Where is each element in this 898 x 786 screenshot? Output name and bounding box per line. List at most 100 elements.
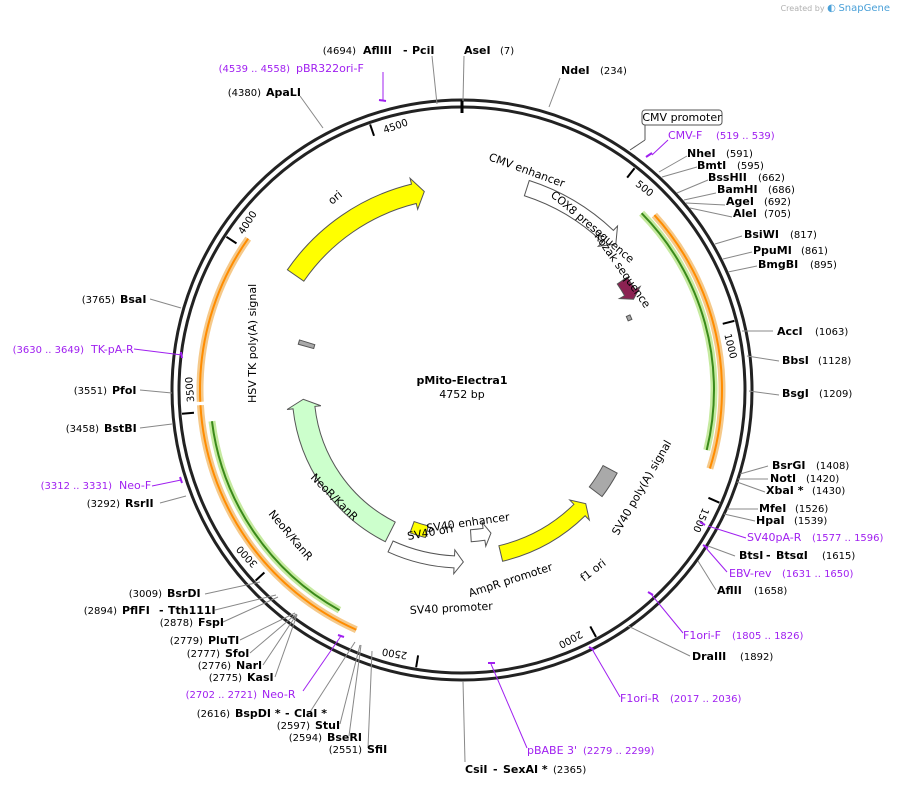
feature-kozak-sequence	[625, 314, 633, 322]
enzyme-aflii: AflII	[717, 584, 742, 597]
credit-prefix: Created by	[780, 4, 825, 13]
enzyme-bsrgi: BsrGI	[772, 459, 805, 472]
enzyme-bbsi-pos: (1128)	[818, 356, 851, 367]
feature-label-cox8: COX8 presequence	[548, 188, 637, 265]
feature-label-ori: ori	[326, 188, 345, 207]
enzyme-bspdi: BspDI *	[235, 707, 281, 720]
enzyme-bsshii: BssHII	[708, 171, 747, 184]
enzyme-bmgbi-pos: (895)	[810, 260, 837, 271]
scale-tick	[722, 319, 735, 325]
feature-label-hsv-tk: HSV TK poly(A) signal	[246, 284, 259, 403]
enzyme-bspdi-sep: -	[285, 707, 290, 720]
enzyme-bbsi: BbsI	[782, 354, 809, 367]
enzyme-csii-sep: -	[493, 763, 498, 776]
primer-neo-f-range: (3312 .. 3331)	[41, 481, 113, 492]
enzyme-labels-right	[548, 77, 780, 657]
scale-tick	[626, 167, 636, 179]
enzyme-alei: AleI	[733, 207, 757, 220]
snapgene-logo-icon: ◐	[827, 3, 836, 14]
scale-tick-label: 1000	[721, 333, 738, 360]
feature-sv40-poly-a-signal	[588, 464, 618, 498]
feature-label-cmv-enhancer: CMV enhancer	[487, 151, 567, 191]
enzyme-sfoi: SfoI	[225, 647, 249, 660]
feature-cox8-presequence	[616, 276, 642, 300]
enzyme-ndei-pos: (234)	[600, 66, 627, 77]
enzyme-draiii-pos: (1892)	[740, 652, 773, 663]
primer-neo-r: Neo-R	[262, 688, 296, 701]
enzyme-bseri-pos: (2594)	[289, 733, 322, 744]
enzyme-fspi-pos: (2878)	[160, 618, 193, 629]
credit-brand: SnapGene	[838, 3, 890, 14]
enzyme-afliii-pos: (4694)	[323, 46, 356, 57]
scale-tick-label: 3500	[184, 376, 197, 402]
enzyme-ppumi-pos: (861)	[801, 246, 828, 257]
primer-cmv-f: CMV-F	[668, 129, 702, 142]
enzyme-sexai: SexAI *	[503, 763, 548, 776]
enzyme-kasi: KasI	[247, 671, 274, 684]
feature-sv40-promoter	[387, 540, 464, 576]
enzyme-bstbi-pos: (3458)	[66, 424, 99, 435]
enzyme-asei: AseI	[464, 44, 491, 57]
enzyme-agei-pos: (692)	[764, 197, 791, 208]
scale-tick	[181, 411, 195, 415]
enzyme-bseri: BseRI	[327, 731, 362, 744]
enzyme-acci-pos: (1063)	[815, 327, 848, 338]
enzyme-pcii: PciI	[412, 44, 434, 57]
snapgene-credit: Created by ◐ SnapGene	[781, 3, 890, 14]
enzyme-bsgi-pos: (1209)	[819, 389, 852, 400]
primer-ebv-rev-range: (1631 .. 1650)	[782, 569, 854, 580]
enzyme-lines-left	[139, 55, 466, 763]
enzyme-nari-pos: (2776)	[198, 661, 231, 672]
enzyme-bspdi-pos: (2616)	[197, 709, 230, 720]
orf-line	[210, 421, 340, 612]
enzyme-afliii-sep: -	[403, 44, 408, 57]
enzyme-nhei: NheI	[687, 147, 716, 160]
enzyme-btsi-sep: -	[766, 549, 771, 562]
enzyme-fspi: FspI	[198, 616, 224, 629]
enzyme-sfii: SfiI	[367, 743, 387, 756]
scale-tick-label: 4500	[382, 118, 410, 137]
features	[286, 176, 642, 576]
enzyme-afliii: AflIII	[363, 44, 392, 57]
enzyme-btsi: BtsI	[739, 549, 763, 562]
enzyme-mfei-pos: (1526)	[795, 504, 828, 515]
enzyme-text-left: (4694) AflIII - PciI AseI (7) (4380) Apa…	[66, 44, 587, 776]
enzyme-bsrdi-pos: (3009)	[129, 589, 162, 600]
enzyme-pflfi: PflFI	[122, 604, 150, 617]
feature-ampr-promoter	[469, 520, 492, 549]
enzyme-aflii-pos: (1658)	[754, 586, 787, 597]
enzyme-bsai-pos: (3765)	[82, 295, 115, 306]
primer-sv40pa-r: SV40pA-R	[747, 531, 802, 544]
enzyme-bsrgi-pos: (1408)	[816, 461, 849, 472]
plasmid-length: 4752 bp	[439, 388, 484, 401]
enzyme-pfoi-pos: (3551)	[74, 386, 107, 397]
orf-line	[653, 214, 723, 469]
feature-f1-ori	[498, 499, 591, 562]
enzyme-pfoi: PfoI	[112, 384, 137, 397]
primer-tk-pa-r: TK-pA-R	[90, 343, 134, 356]
enzyme-bstbi: BstBI	[104, 422, 137, 435]
primer-neo-r-range: (2702 .. 2721)	[186, 690, 258, 701]
enzyme-alei-pos: (705)	[764, 209, 791, 220]
enzyme-tth111i: Tth111I	[168, 604, 216, 617]
enzyme-bsai: BsaI	[120, 293, 146, 306]
enzyme-nhei-pos: (591)	[726, 149, 753, 160]
enzyme-bsiwi-pos: (817)	[790, 230, 817, 241]
scale-tick	[708, 496, 720, 504]
cmv-promoter-callout: CMV promoter	[629, 109, 723, 151]
enzyme-apali-pos: (4380)	[228, 88, 261, 99]
primer-f1ori-r: F1ori-R	[620, 692, 660, 705]
enzyme-bmti: BmtI	[697, 159, 726, 172]
scale-tick	[369, 124, 375, 137]
feature-label-f1-ori: f1 ori	[578, 556, 609, 584]
primer-sv40pa-r-range: (1577 .. 1596)	[812, 533, 884, 544]
enzyme-sfii-pos: (2551)	[329, 745, 362, 756]
enzyme-text-right: NdeI (234) NheI (591) BmtI (595) BssHII …	[561, 64, 855, 663]
enzyme-bsshii-pos: (662)	[758, 173, 785, 184]
enzyme-csii-pos: (2365)	[553, 765, 586, 776]
enzyme-pflfi-sep: -	[159, 604, 164, 617]
feature-cmv-enhancer	[523, 179, 619, 248]
primer-f1ori-f: F1ori-F	[683, 629, 721, 642]
primer-pbabe3-range: (2279 .. 2299)	[583, 746, 655, 757]
